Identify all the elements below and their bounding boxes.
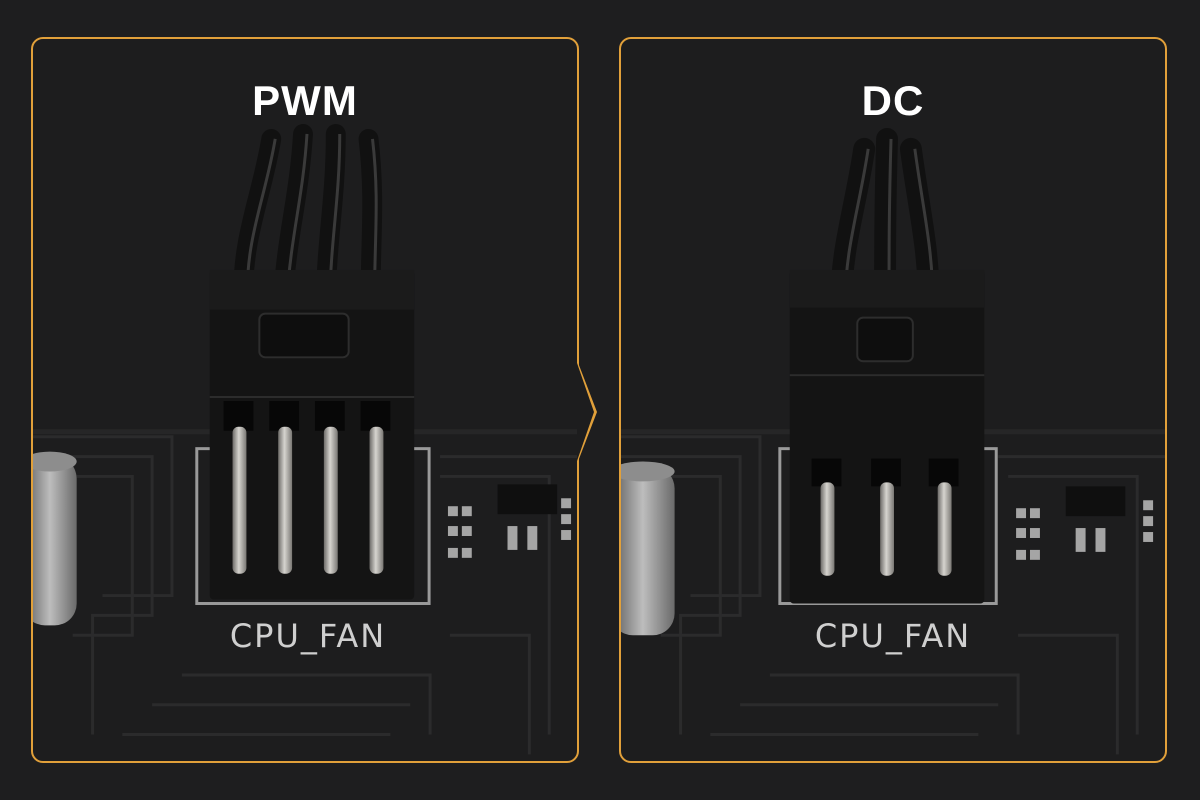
pwm-silkscreen-label: CPU_FAN [229,617,387,655]
dc-pins [820,482,952,576]
dc-title: DC [861,77,925,124]
dc-connector-housing [789,269,985,604]
capacitor [621,461,675,636]
smd-components [447,484,572,558]
pwm-pins [232,426,384,574]
pwm-title: PWM [252,77,358,124]
smd-components [1016,486,1154,560]
pwm-panel: PWM CPU_FAN [31,37,579,763]
dc-panel: DC CPU_FAN [619,37,1167,763]
pcb-traces [33,429,577,755]
pwm-connector-illustration [33,124,577,755]
dc-connector-illustration [621,127,1165,755]
dc-silkscreen-label: CPU_FAN [814,617,972,655]
pwm-connector-housing [209,269,415,600]
capacitor [33,451,77,626]
